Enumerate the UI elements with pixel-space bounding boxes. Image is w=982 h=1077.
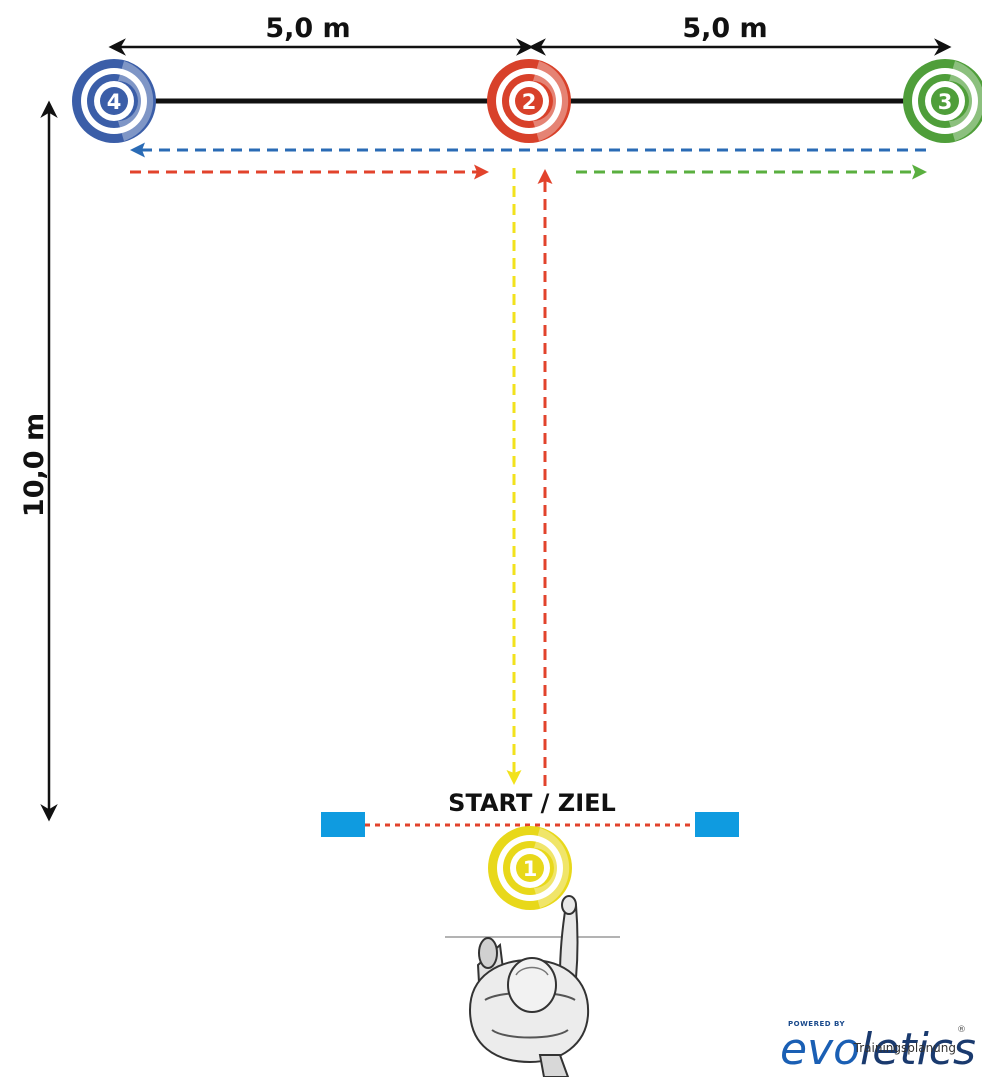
cone-1: 1: [488, 826, 572, 910]
evoletics-logo: POWERED BY evoletics ® Trainingsplanung: [780, 1020, 976, 1075]
dimension-label-left: 5,0 m: [265, 13, 350, 44]
dimension-label-right: 5,0 m: [682, 13, 767, 44]
logo-powered-by: POWERED BY: [788, 1020, 845, 1028]
cone-3-label: 3: [938, 90, 953, 114]
start-marker-left: [321, 812, 365, 837]
start-label: START / ZIEL: [448, 789, 616, 817]
cone-4: 4: [72, 59, 156, 143]
cone-3: 3: [903, 59, 982, 143]
logo-tagline: Trainingsplanung: [853, 1041, 956, 1055]
logo-brand: evoletics: [780, 1024, 976, 1075]
athlete-figure: [445, 895, 620, 1077]
cone-1-label: 1: [523, 857, 538, 881]
logo-registered: ®: [957, 1025, 966, 1035]
cone-2: 2: [487, 59, 571, 143]
cone-2-label: 2: [522, 90, 537, 114]
dimension-label-vertical: 10,0 m: [19, 413, 50, 517]
start-marker-right: [695, 812, 739, 837]
cone-4-label: 4: [107, 90, 122, 114]
